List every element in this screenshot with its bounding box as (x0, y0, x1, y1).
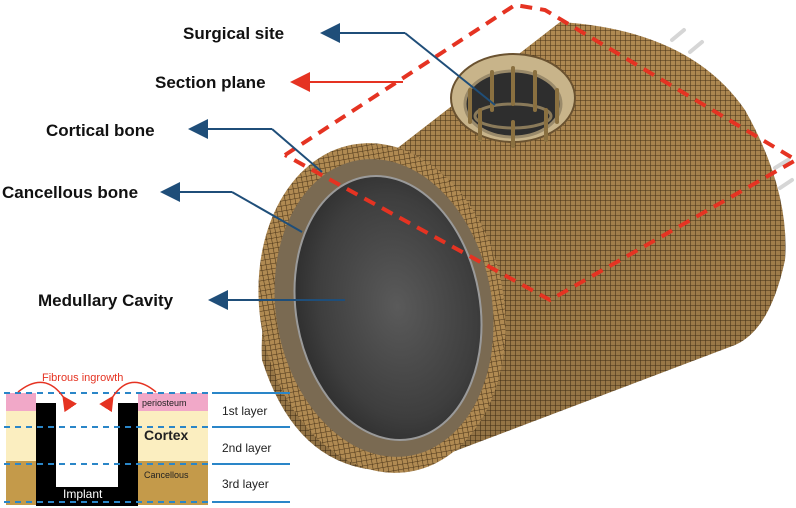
label-fibrous-ingrowth: Fibrous ingrowth (42, 372, 123, 384)
surgical-site-hole (450, 53, 576, 148)
layer-lines-solid (212, 392, 290, 503)
label-cancellous: Cancellous (144, 470, 189, 480)
periosteum-band-left (6, 393, 36, 411)
cancellous-band-right (138, 461, 208, 505)
label-layer-3: 3rd layer (222, 477, 269, 491)
cortex-band-right (138, 411, 208, 461)
rear-pins (670, 28, 794, 190)
label-cancellous-bone: Cancellous bone (2, 183, 138, 202)
label-cortex: Cortex (144, 427, 189, 443)
bone-cylinder (258, 22, 794, 473)
label-implant: Implant (63, 487, 103, 501)
label-cortical-bone: Cortical bone (46, 121, 155, 140)
label-surgical-site: Surgical site (183, 24, 284, 43)
label-layer-2: 2nd layer (222, 441, 271, 455)
implant-shape (36, 403, 138, 506)
label-periosteum: periosteum (142, 398, 187, 408)
callout-cancellous-bone: Cancellous bone (2, 182, 303, 233)
callout-surgical-site: Surgical site (183, 23, 496, 106)
callout-section-plane: Section plane (155, 72, 403, 92)
medullary-cavity (294, 176, 482, 440)
layer-lines (4, 392, 208, 503)
cortex-band-left (6, 411, 36, 461)
fibrous-arrow-right (99, 381, 157, 413)
callout-medullary-cavity: Medullary Cavity (38, 290, 345, 310)
label-layer-1: 1st layer (222, 404, 267, 418)
label-section-plane: Section plane (155, 73, 266, 92)
callout-cortical-bone: Cortical bone (46, 119, 323, 173)
section-plane-outline (283, 2, 796, 303)
cancellous-band-left (6, 461, 36, 505)
label-medullary-cavity: Medullary Cavity (38, 291, 174, 310)
fibrous-arrow-left (17, 381, 77, 413)
periosteum-band-right (138, 393, 208, 411)
implant-layer-inset: Fibrous ingrowth periosteum Cortex Cance… (4, 372, 290, 506)
